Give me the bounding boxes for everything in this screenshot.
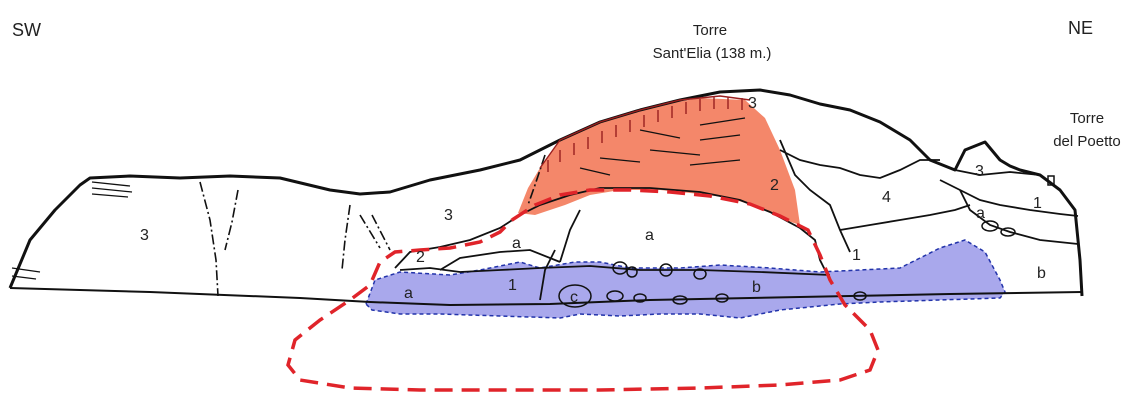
label-ne: NE	[1068, 18, 1093, 38]
unit-label: 4	[882, 189, 891, 206]
unit-label: 3	[748, 95, 757, 112]
unit-label: 3	[140, 227, 149, 244]
label-torre-poetto-1: Torre	[1070, 110, 1104, 127]
unit-label: b	[752, 279, 761, 296]
unit-label: 1	[1033, 195, 1042, 212]
unit-label: a	[512, 235, 521, 252]
unit-label: a	[976, 205, 985, 222]
unit-label: 1	[852, 247, 861, 264]
label-sw: SW	[12, 20, 41, 40]
unit-label: b	[1037, 265, 1046, 282]
unit-label: 1	[508, 277, 517, 294]
unit-label: 2	[770, 177, 779, 194]
unit-label: a	[404, 285, 413, 302]
label-torre-elia-1: Torre	[693, 22, 727, 39]
label-torre-elia-2: Sant'Elia (138 m.)	[653, 45, 772, 62]
blue-zone	[366, 240, 1005, 318]
unit-label: 3	[975, 163, 984, 180]
label-torre-poetto-2: del Poetto	[1053, 133, 1121, 150]
unit-label: c	[570, 289, 578, 306]
unit-label: 2	[416, 249, 425, 266]
unit-label: a	[645, 227, 654, 244]
unit-label: 3	[444, 207, 453, 224]
